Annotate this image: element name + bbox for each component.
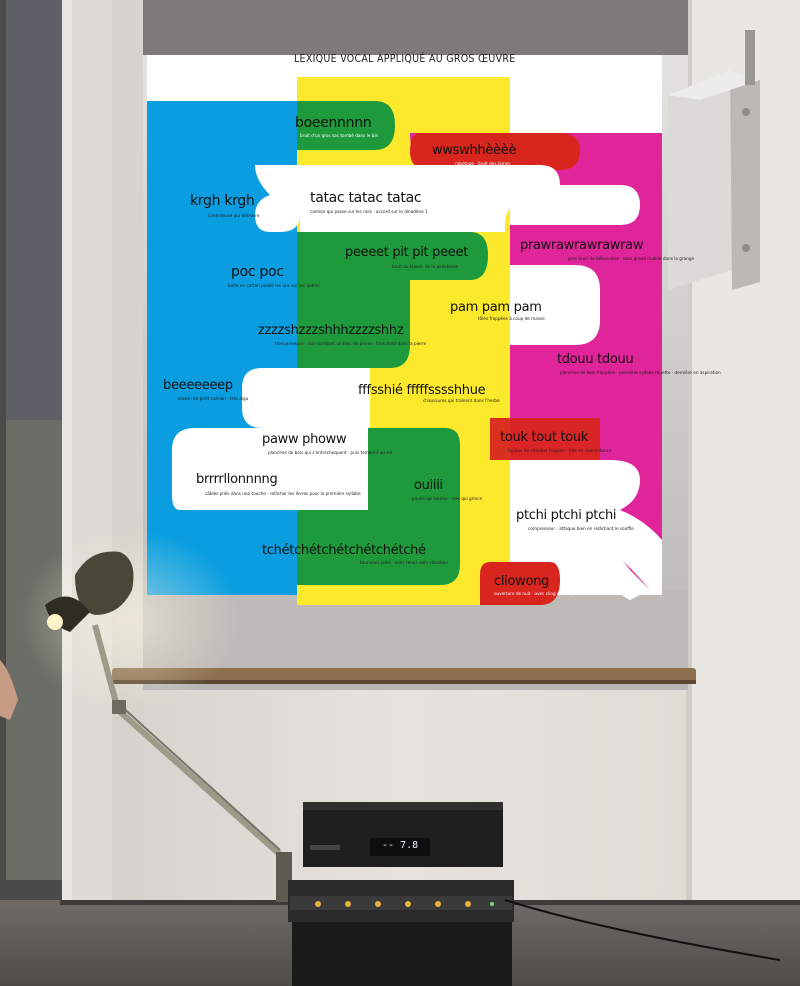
entry-note: boîte en carton posée les uns sur les au… bbox=[228, 283, 320, 288]
entry-note: câbles pliés dans une touche · relâcher … bbox=[205, 491, 361, 496]
window bbox=[0, 0, 112, 900]
entry-note: tôles frappées à coup de masse bbox=[478, 316, 545, 321]
entry-note: planches de bois frappées · première syl… bbox=[560, 370, 721, 375]
entry-note: gros bruit de bétonnière · sans grand mo… bbox=[568, 256, 695, 261]
entry-word: ptchi ptchi ptchi bbox=[516, 508, 617, 523]
entry-note: tronçonneuse · scie tombant un bloc de p… bbox=[275, 341, 427, 346]
entry-word: tchétchétchétchétchétché bbox=[262, 543, 426, 558]
entry-note: ouverture de nuit · avec cling et clong bbox=[494, 591, 574, 596]
entry-word: krgh krgh bbox=[190, 193, 255, 209]
equipment-base bbox=[292, 922, 512, 986]
entry-note: rabotage · bruit des lames bbox=[455, 161, 511, 166]
entry-word: beeeeeeep bbox=[163, 378, 233, 393]
entry-word: boeennnnn bbox=[295, 115, 372, 131]
screen-bar bbox=[112, 668, 696, 682]
entry-word: tatac tatac tatac bbox=[310, 190, 422, 206]
entry-word: tdouu tdouu bbox=[557, 352, 634, 367]
entry-word: peeeet pit pit peeet bbox=[345, 245, 469, 260]
entry-note: compresseur · attaque bien en relâchant … bbox=[528, 526, 634, 531]
amplifier-display: -- 7.8 bbox=[382, 840, 419, 851]
entry-word: pam pam pam bbox=[450, 300, 542, 315]
entry-note: chaussures qui traînent dans l'herbe bbox=[423, 398, 500, 403]
entry-word: poc poc bbox=[231, 264, 284, 280]
entry-note: planches de bois qui s'entrechoquent · p… bbox=[268, 450, 393, 455]
entry-note: bruit du klaxon de la pelleteuse bbox=[392, 264, 459, 269]
poster bbox=[147, 55, 662, 605]
entry-note: bruit d'un gros sac tombé dans le bin bbox=[300, 133, 379, 138]
entry-note: cimenteuse qui démarre bbox=[208, 213, 260, 218]
entry-note: tournevis jetés · sons tenus vers vibrat… bbox=[360, 560, 448, 565]
entry-note: camion qui passe sur les rails · accord … bbox=[310, 209, 428, 214]
electrical-box bbox=[668, 30, 760, 290]
entry-note: poulie qui tourne · scie qui grince bbox=[412, 496, 483, 501]
desk-lamp bbox=[45, 551, 292, 902]
entry-note: klaxon de petit camion · très aigu bbox=[178, 396, 249, 401]
entry-word: touk tout touk bbox=[500, 430, 589, 445]
entry-word: cliowong bbox=[494, 574, 550, 589]
entry-word: prawrawrawrawraw bbox=[520, 238, 644, 253]
audio-mixer bbox=[288, 880, 514, 922]
entry-word: fffsshié fffffsssshhue bbox=[358, 383, 486, 398]
entry-word: wwswhhèèèè bbox=[432, 143, 517, 158]
entry-word: paww phoww bbox=[262, 432, 347, 447]
entry-word: brrrrllonnnng bbox=[196, 472, 278, 487]
entry-word: zzzzshzzzshhhzzzzshhz bbox=[258, 323, 404, 338]
entry-word: ouiiii bbox=[414, 478, 443, 493]
poster-title: LEXIQUE VOCAL APPLIQUÉ AU GROS ŒUVRE bbox=[294, 53, 516, 65]
entry-note: tuyaux de chantier frappés · très en con… bbox=[508, 448, 612, 453]
audio-amplifier bbox=[303, 802, 503, 867]
